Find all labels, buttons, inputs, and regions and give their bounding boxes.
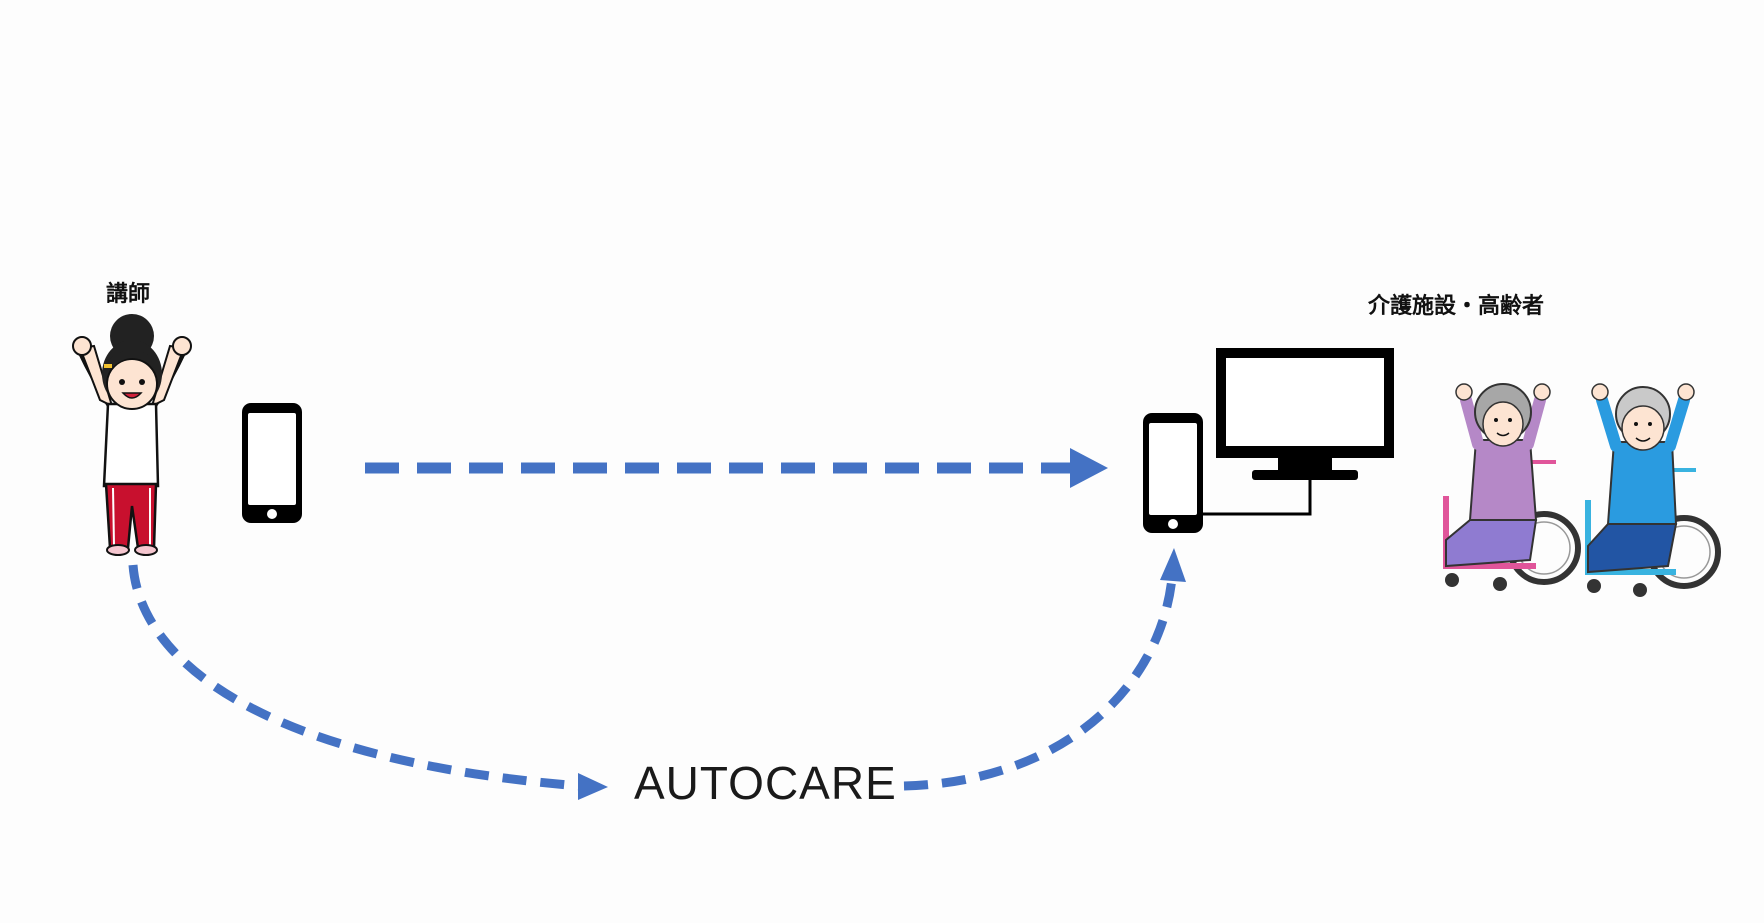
elderly-wheelchair-icon bbox=[1443, 383, 1721, 597]
autocare-label: AUTOCARE bbox=[634, 757, 897, 809]
autocare-to-device-arrow bbox=[903, 548, 1186, 791]
instructor-to-autocare-arrow bbox=[128, 564, 608, 800]
smartphone-icon bbox=[1143, 413, 1203, 533]
facility-label: 介護施設・高齢者 bbox=[1368, 294, 1545, 319]
instructor-figure-icon bbox=[72, 314, 192, 556]
smartphone-icon bbox=[242, 403, 302, 523]
direct-stream-arrow bbox=[365, 448, 1108, 488]
monitor-icon bbox=[1203, 348, 1394, 516]
instructor-label: 講師 bbox=[106, 282, 151, 307]
